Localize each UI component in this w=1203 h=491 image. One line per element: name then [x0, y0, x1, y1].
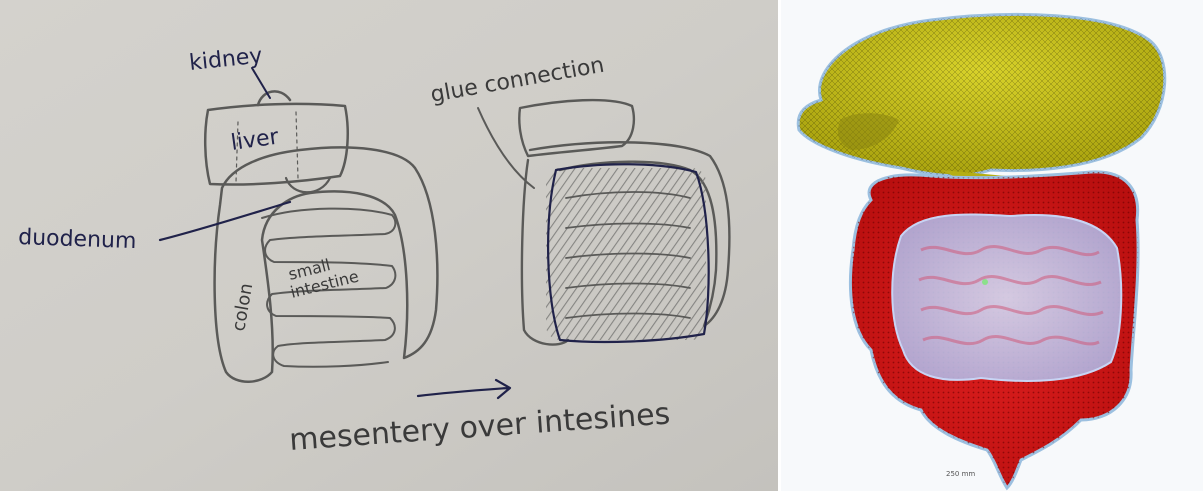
liver-model	[798, 15, 1165, 190]
scale-label: 250 mm	[946, 470, 975, 478]
render-drawing: 250 mm	[781, 0, 1203, 491]
hand-sketch-panel: kidney liver duodenum colon small intest…	[0, 0, 778, 491]
sketch-drawing: kidney liver duodenum colon small intest…	[0, 0, 778, 491]
mesentery-model	[892, 215, 1121, 381]
label-duodenum: duodenum	[18, 225, 137, 254]
render-3d-panel: 250 mm	[781, 0, 1203, 491]
